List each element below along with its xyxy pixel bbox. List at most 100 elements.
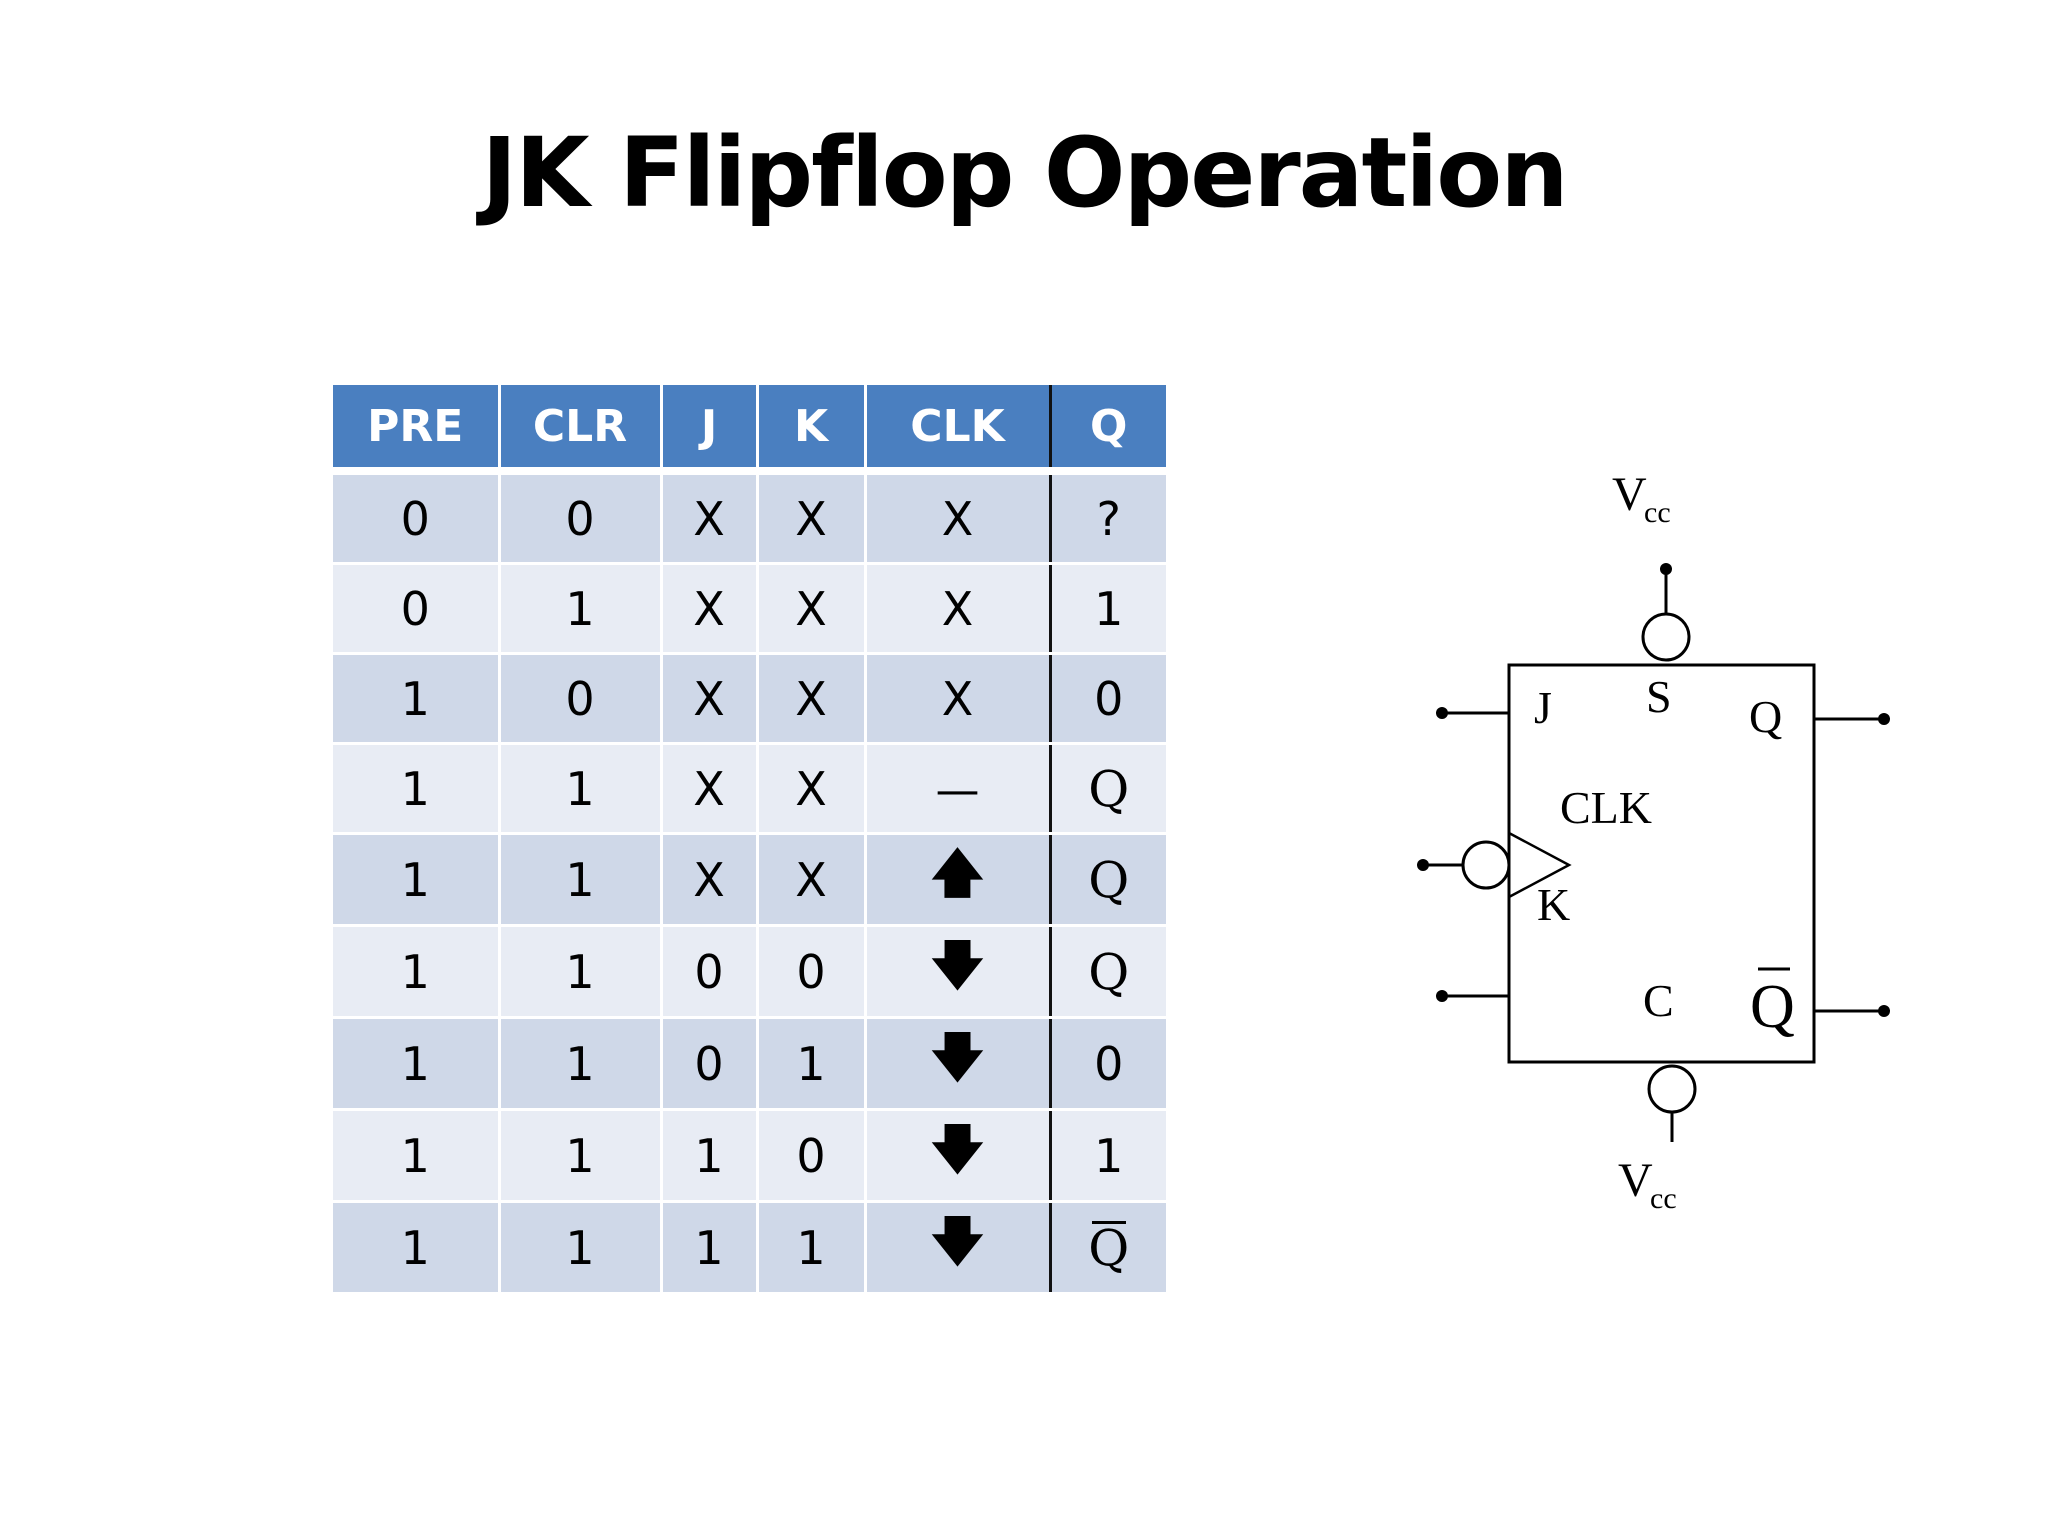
q-value: Q bbox=[1088, 850, 1130, 909]
cell-clr: 1 bbox=[499, 833, 663, 927]
cell-j: 0 bbox=[661, 925, 759, 1019]
cell-clr: 0 bbox=[499, 653, 663, 745]
down-arrow-icon: 🡇 bbox=[930, 1028, 985, 1088]
pin-label-q: Q bbox=[1749, 691, 1782, 742]
cell-j: X bbox=[661, 743, 759, 835]
cell-pre: 1 bbox=[333, 833, 501, 927]
svg-text:Q: Q bbox=[1750, 973, 1795, 1041]
header-clr: CLR bbox=[499, 385, 663, 475]
cell-q: 1 bbox=[1050, 563, 1166, 655]
q-value: Q bbox=[1088, 759, 1130, 818]
pin-label-clk: CLK bbox=[1560, 782, 1652, 833]
cell-q: 0 bbox=[1050, 653, 1166, 745]
k-terminal-dot bbox=[1436, 990, 1448, 1002]
cell-clr: 1 bbox=[499, 563, 663, 655]
cell-q: 1 bbox=[1050, 1109, 1166, 1203]
down-arrow-icon: 🡇 bbox=[930, 1212, 985, 1272]
pin-label-c: C bbox=[1643, 975, 1674, 1026]
svg-text:V: V bbox=[1618, 1154, 1653, 1207]
pin-label-s: S bbox=[1646, 671, 1672, 722]
clear-inversion-bubble bbox=[1647, 1064, 1697, 1114]
cell-pre: 1 bbox=[333, 1017, 501, 1111]
cell-j: 0 bbox=[661, 1017, 759, 1111]
cell-clr: 1 bbox=[499, 925, 663, 1019]
cell-k: 1 bbox=[757, 1017, 867, 1111]
cell-k: X bbox=[757, 743, 867, 835]
qbar-terminal-dot bbox=[1878, 1005, 1890, 1017]
clk-terminal-dot bbox=[1417, 859, 1429, 871]
clock-triangle-icon bbox=[1508, 831, 1572, 899]
cell-clr: 1 bbox=[499, 1201, 663, 1292]
cell-j: 1 bbox=[661, 1201, 759, 1292]
cell-k: 0 bbox=[757, 1109, 867, 1203]
cell-j: X bbox=[661, 833, 759, 927]
header-j: J bbox=[661, 385, 759, 475]
q-value: Q bbox=[1088, 942, 1130, 1001]
cell-q: 0 bbox=[1050, 1017, 1166, 1111]
pin-label-j: J bbox=[1534, 682, 1552, 733]
pin-label-k: K bbox=[1537, 879, 1570, 930]
clk-cell-down-arrow-icon: 🡇 bbox=[865, 925, 1052, 1019]
clk-inversion-bubble bbox=[1461, 840, 1511, 890]
preset-terminal-dot bbox=[1660, 563, 1672, 575]
cell-k: X bbox=[757, 653, 867, 745]
cell-clk: X bbox=[865, 471, 1052, 565]
svg-text:cc: cc bbox=[1650, 1182, 1677, 1215]
down-arrow-icon: 🡇 bbox=[930, 1120, 985, 1180]
cell-k: X bbox=[757, 833, 867, 927]
cell-q: Q bbox=[1050, 925, 1166, 1019]
cell-q: Q bbox=[1050, 1201, 1166, 1292]
clk-cell-down-arrow-icon: 🡇 bbox=[865, 1109, 1052, 1203]
cell-pre: 1 bbox=[333, 1201, 501, 1292]
clk-cell-up-arrow-icon: 🡅 bbox=[865, 833, 1052, 927]
up-arrow-icon: 🡅 bbox=[930, 844, 985, 904]
cell-clr: 1 bbox=[499, 743, 663, 835]
cell-j: X bbox=[661, 653, 759, 745]
cell-k: 0 bbox=[757, 925, 867, 1019]
preset-inversion-bubble bbox=[1641, 612, 1691, 662]
svg-text:cc: cc bbox=[1644, 496, 1671, 529]
cell-k: 1 bbox=[757, 1201, 867, 1292]
clk-cell-level-line-icon: — bbox=[865, 743, 1052, 835]
cell-pre: 1 bbox=[333, 743, 501, 835]
table-header-row: PRE CLR J K CLK Q bbox=[333, 385, 1166, 475]
header-clk: CLK bbox=[865, 385, 1052, 475]
cell-k: X bbox=[757, 563, 867, 655]
cell-k: X bbox=[757, 471, 867, 565]
header-q: Q bbox=[1050, 385, 1166, 475]
cell-j: X bbox=[661, 563, 759, 655]
vcc-top-label: V cc bbox=[1612, 468, 1671, 529]
cell-q: Q bbox=[1050, 743, 1166, 835]
cell-j: X bbox=[661, 471, 759, 565]
vcc-bottom-label: V cc bbox=[1618, 1154, 1677, 1215]
header-k: K bbox=[757, 385, 867, 475]
clk-cell-down-arrow-icon: 🡇 bbox=[865, 1201, 1052, 1292]
level-line-icon: — bbox=[935, 764, 980, 816]
clk-cell-down-arrow-icon: 🡇 bbox=[865, 1017, 1052, 1111]
cell-pre: 0 bbox=[333, 471, 501, 565]
q-terminal-dot bbox=[1878, 713, 1890, 725]
cell-pre: 1 bbox=[333, 653, 501, 745]
down-arrow-icon: 🡇 bbox=[930, 936, 985, 996]
cell-clk: X bbox=[865, 653, 1052, 745]
cell-pre: 0 bbox=[333, 563, 501, 655]
header-pre: PRE bbox=[333, 385, 501, 475]
cell-clr: 1 bbox=[499, 1017, 663, 1111]
pin-label-qbar: Q bbox=[1750, 967, 1795, 1041]
cell-q: Q bbox=[1050, 833, 1166, 927]
cell-pre: 1 bbox=[333, 925, 501, 1019]
cell-clr: 0 bbox=[499, 471, 663, 565]
svg-text:V: V bbox=[1612, 468, 1647, 521]
cell-pre: 1 bbox=[333, 1109, 501, 1203]
cell-q: ? bbox=[1050, 471, 1166, 565]
